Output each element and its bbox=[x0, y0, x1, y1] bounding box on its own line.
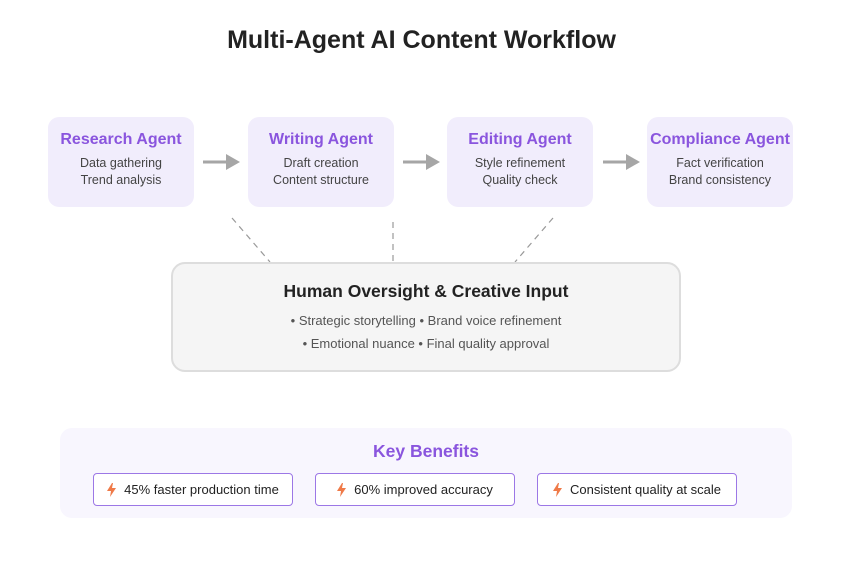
agent-name: Compliance Agent bbox=[650, 131, 790, 148]
agent-task: Fact verification bbox=[676, 156, 764, 170]
writing-agent-card: Writing Agent Draft creation Content str… bbox=[248, 117, 394, 207]
lightning-icon bbox=[552, 482, 562, 497]
arrow-right-icon bbox=[603, 154, 640, 170]
oversight-line: • Emotional nuance • Final quality appro… bbox=[302, 336, 550, 351]
benefit-pill: 45% faster production time bbox=[93, 473, 293, 506]
benefit-pill: 60% improved accuracy bbox=[315, 473, 515, 506]
benefit-pill: Consistent quality at scale bbox=[537, 473, 737, 506]
lightning-icon bbox=[337, 482, 347, 497]
diagram-title: Multi-Agent AI Content Workflow bbox=[227, 26, 616, 54]
connector-line bbox=[231, 217, 271, 263]
agent-task: Content structure bbox=[273, 173, 369, 187]
oversight-line: • Strategic storytelling • Brand voice r… bbox=[290, 313, 562, 328]
agent-task: Style refinement bbox=[474, 156, 566, 170]
agent-task: Draft creation bbox=[283, 156, 359, 170]
agent-task: Data gathering bbox=[79, 156, 162, 170]
agent-task: Quality check bbox=[482, 173, 558, 187]
benefit-label: 45% faster production time bbox=[124, 482, 279, 497]
research-agent-card: Research Agent Data gathering Trend anal… bbox=[48, 117, 194, 207]
oversight-title: Human Oversight & Creative Input bbox=[283, 281, 569, 301]
benefits-title: Key Benefits bbox=[372, 441, 479, 461]
agent-name: Research Agent bbox=[60, 131, 182, 148]
lightning-icon bbox=[107, 482, 117, 497]
arrow-right-icon bbox=[403, 154, 440, 170]
arrow-right-icon bbox=[203, 154, 240, 170]
agent-task: Trend analysis bbox=[80, 173, 162, 187]
benefit-label: 60% improved accuracy bbox=[354, 482, 493, 497]
human-oversight-box: Human Oversight & Creative Input • Strat… bbox=[171, 262, 681, 372]
compliance-agent-card: Compliance Agent Fact verification Brand… bbox=[647, 117, 793, 207]
agent-task: Brand consistency bbox=[668, 173, 772, 187]
agent-name: Editing Agent bbox=[468, 131, 572, 148]
key-benefits-panel: Key Benefits 45% faster production time … bbox=[60, 428, 792, 518]
benefit-label: Consistent quality at scale bbox=[569, 482, 722, 497]
connector-line bbox=[514, 217, 554, 263]
agent-name: Writing Agent bbox=[269, 131, 373, 148]
editing-agent-card: Editing Agent Style refinement Quality c… bbox=[447, 117, 593, 207]
